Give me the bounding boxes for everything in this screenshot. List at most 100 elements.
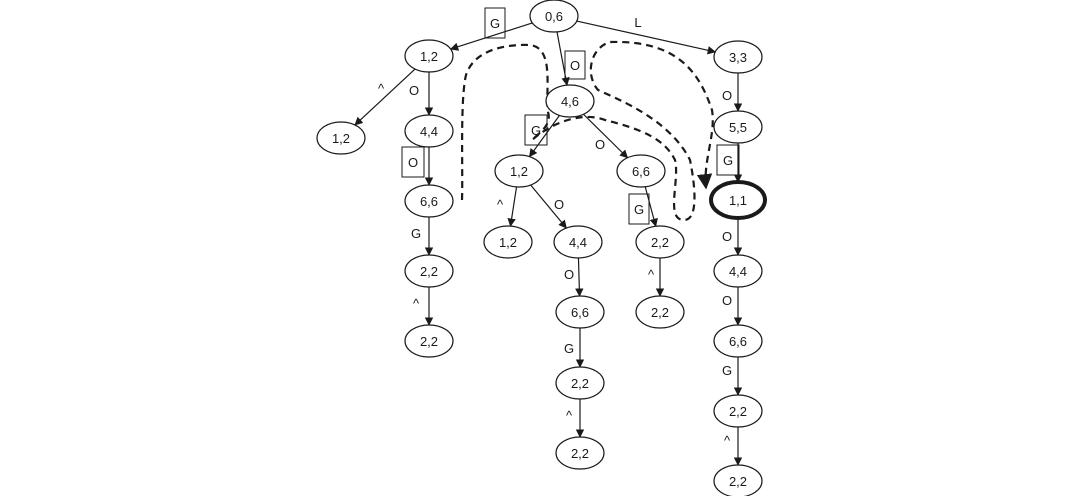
edge-label: O <box>564 267 574 282</box>
node-label: 4,4 <box>420 124 438 139</box>
node-label: 2,2 <box>729 474 747 489</box>
edge-label: G <box>722 363 732 378</box>
tree-node: 2,2 <box>404 324 454 358</box>
edge-label: O <box>595 137 605 152</box>
node-ellipse <box>713 110 763 144</box>
edge-label: L <box>634 15 641 30</box>
tree-node: 4,6 <box>545 84 595 118</box>
traversal-dashed-path <box>460 40 714 222</box>
tree-node: 4,4 <box>404 114 454 148</box>
edge-n10-n11 <box>575 257 584 297</box>
tree-node: 1,2 <box>316 121 366 155</box>
edge-label: G <box>490 16 500 31</box>
node-ellipse <box>713 254 763 288</box>
node-ellipse <box>404 114 454 148</box>
node-ellipse <box>553 225 603 259</box>
node-ellipse <box>483 225 533 259</box>
node-ellipse <box>555 436 605 470</box>
node-ellipse <box>545 84 595 118</box>
edge-label-box <box>716 144 740 176</box>
node-label: 4,4 <box>729 264 747 279</box>
tree-node: 0,6 <box>529 0 579 33</box>
node-label: 1,1 <box>729 193 747 208</box>
edge-label: O <box>722 293 732 308</box>
node-ellipse <box>555 295 605 329</box>
node-label: 6,6 <box>571 305 589 320</box>
edge-n8-n10 <box>530 184 567 229</box>
node-ellipse <box>404 39 454 73</box>
node-ellipse <box>616 154 666 188</box>
node-label: 2,2 <box>571 376 589 391</box>
node-label: 1,2 <box>499 235 517 250</box>
tree-node: 3,3 <box>713 40 763 74</box>
tree-node: 6,6 <box>404 184 454 218</box>
tree-node: 4,4 <box>553 225 603 259</box>
node-label: 3,3 <box>729 50 747 65</box>
node-label: 2,2 <box>651 305 669 320</box>
edge-n0-n7 <box>556 31 570 86</box>
node-label: 1,2 <box>510 164 528 179</box>
node-ellipse <box>404 324 454 358</box>
tree-node: 2,2 <box>555 436 605 470</box>
edge-label: ^ <box>378 81 385 96</box>
edge-label-box <box>564 50 586 80</box>
node-ellipse <box>494 154 544 188</box>
edge-label-box <box>628 193 650 225</box>
edge-label: G <box>411 226 421 241</box>
edge-n0-n17 <box>576 20 717 55</box>
edge-label: G <box>634 202 644 217</box>
tree-node: 2,2 <box>635 295 685 329</box>
tree-node: 1,2 <box>483 225 533 259</box>
edge-label: O <box>722 88 732 103</box>
node-ellipse <box>555 366 605 400</box>
node-label: 5,5 <box>729 120 747 135</box>
node-label: 4,4 <box>569 235 587 250</box>
edge-label-box <box>484 7 506 39</box>
edge-label: ^ <box>566 408 573 423</box>
tree-node: 4,4 <box>713 254 763 288</box>
tree-node: 2,2 <box>404 254 454 288</box>
edge-label: ^ <box>497 197 504 212</box>
node-ellipse <box>713 40 763 74</box>
node-ellipse <box>635 225 685 259</box>
edge-label: ^ <box>648 267 655 282</box>
node-ellipse <box>635 295 685 329</box>
edge-label: O <box>554 197 564 212</box>
node-label: 2,2 <box>420 334 438 349</box>
edge-label: G <box>723 153 733 168</box>
edge-label: ^ <box>413 296 420 311</box>
edge-n0-n1 <box>449 22 533 51</box>
edge-label: O <box>570 58 580 73</box>
node-label: 6,6 <box>729 334 747 349</box>
tree-node: 6,6 <box>555 295 605 329</box>
edge-label-box <box>524 114 548 146</box>
node-label: 0,6 <box>545 9 563 24</box>
edge-label: ^ <box>724 433 731 448</box>
edge-n8-n9 <box>507 186 518 227</box>
node-ellipse <box>404 254 454 288</box>
tree-node: 2,2 <box>555 366 605 400</box>
edge-label-box <box>401 146 425 178</box>
tree-node: 2,2 <box>713 394 763 428</box>
node-ellipse <box>316 121 366 155</box>
tree-node: 1,2 <box>494 154 544 188</box>
edge-n14-n15 <box>644 186 658 228</box>
node-ellipse <box>529 0 579 33</box>
node-label: 6,6 <box>420 194 438 209</box>
node-ellipse <box>709 180 767 220</box>
node-label: 2,2 <box>571 446 589 461</box>
edge-label: G <box>531 123 541 138</box>
node-label: 1,2 <box>420 49 438 64</box>
node-label: 2,2 <box>729 404 747 419</box>
node-label: 4,6 <box>561 94 579 109</box>
edge-label: O <box>409 83 419 98</box>
tree-node: 2,2 <box>635 225 685 259</box>
node-label: 6,6 <box>632 164 650 179</box>
node-ellipse <box>713 324 763 358</box>
edge-n7-n14 <box>583 113 629 159</box>
tree-node: 5,5 <box>713 110 763 144</box>
tree-node: 6,6 <box>713 324 763 358</box>
edge-label: O <box>408 155 418 170</box>
